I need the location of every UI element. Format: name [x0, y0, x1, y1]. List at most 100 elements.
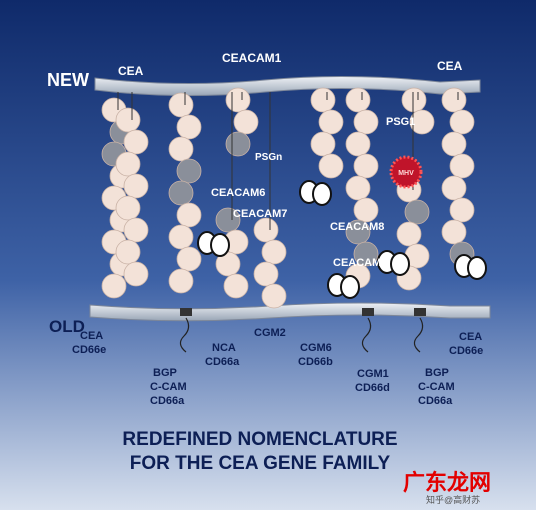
domain-ellipse — [233, 109, 259, 135]
domain-chains — [101, 87, 475, 309]
domain-ellipse — [353, 109, 379, 135]
label-old-nca: NCA — [212, 342, 236, 354]
old-label: OLD — [49, 317, 85, 336]
cytoplasmic-tail — [179, 317, 190, 353]
domain-ellipse — [253, 261, 279, 287]
domain-ellipse — [441, 131, 467, 157]
label-old-ccam-left: C-CAM — [150, 381, 187, 393]
label-cea-new-right: CEA — [437, 59, 463, 73]
domain-ellipse — [318, 153, 344, 179]
domain-ellipse — [345, 87, 371, 113]
domain-ellipse — [115, 107, 141, 133]
domain-ellipse — [441, 175, 467, 201]
antibody-shape — [390, 252, 410, 276]
domain-ellipse — [176, 246, 202, 272]
domain-ellipse — [449, 153, 475, 179]
label-ceacam6: CEACAM6 — [211, 187, 265, 199]
label-ceacam1: CEACAM1 — [222, 51, 282, 65]
extra-marks — [117, 92, 487, 353]
label-ceacam7: CEACAM7 — [233, 208, 287, 220]
label-psg1: PSG1 — [386, 116, 415, 128]
new-label: NEW — [47, 70, 89, 90]
bottom-membrane — [89, 302, 491, 322]
domain-ellipse — [345, 175, 371, 201]
domain-ellipse — [176, 202, 202, 228]
label-old-cea-left: CEA — [80, 330, 103, 342]
domain-ellipse — [223, 273, 249, 299]
domain-ellipse — [310, 87, 336, 113]
domain-ellipse — [261, 283, 287, 309]
domain-ellipse — [345, 131, 371, 157]
domain-ellipse — [396, 221, 422, 247]
label-old-bgp-left: BGP — [153, 367, 177, 379]
title-line-2: FOR THE CEA GENE FAMILY — [130, 453, 391, 474]
domain-ellipse — [441, 87, 467, 113]
antibody-shape — [467, 256, 487, 280]
domain-ellipse — [168, 224, 194, 250]
domain-ellipse — [441, 219, 467, 245]
label-old-cd66e-right: CD66e — [449, 345, 483, 357]
tm-anchor — [414, 308, 426, 316]
domain-ellipse — [318, 109, 344, 135]
label-old-cgm6: CGM6 — [300, 342, 332, 354]
domain-ellipse — [101, 273, 127, 299]
label-cea-new-left: CEA — [118, 64, 144, 78]
label-old-cd66a-right: CD66a — [418, 395, 453, 407]
watermark: 广东龙网 — [403, 470, 491, 495]
label-old-cgm1: CGM1 — [357, 368, 389, 380]
domain-ellipse — [345, 219, 371, 245]
label-ceacam8: CEACAM8 — [330, 221, 384, 233]
domain-ellipse — [449, 109, 475, 135]
domain-ellipse — [225, 131, 251, 157]
label-ceacam3: CEACAM3 — [333, 257, 387, 269]
tm-anchor — [180, 308, 192, 316]
domain-ellipse — [115, 151, 141, 177]
label-old-cd66a-left: CD66a — [150, 395, 185, 407]
domain-ellipse — [404, 199, 430, 225]
label-old-cgm2: CGM2 — [254, 327, 286, 339]
domain-ellipse — [168, 180, 194, 206]
label-old-bgp-right: BGP — [425, 367, 449, 379]
title-line-1: REDEFINED NOMENCLATURE — [122, 429, 397, 450]
antibody-shape — [340, 275, 360, 299]
domain-ellipse — [261, 239, 287, 265]
label-old-cd66e-left: CD66e — [72, 344, 106, 356]
domain-ellipse — [353, 241, 379, 267]
domain-ellipse — [168, 136, 194, 162]
domain-ellipse — [353, 197, 379, 223]
domain-ellipse — [168, 92, 194, 118]
domain-ellipse — [310, 131, 336, 157]
label-old-cd66b: CD66b — [298, 356, 333, 368]
cytoplasmic-tail — [413, 317, 424, 353]
tm-anchor — [362, 308, 374, 316]
domain-ellipse — [123, 217, 149, 243]
domain-ellipse — [168, 268, 194, 294]
domain-ellipse — [176, 158, 202, 184]
label-old-ccam-right: C-CAM — [418, 381, 455, 393]
label-psgn: PSGn — [255, 152, 282, 163]
domain-ellipse — [353, 153, 379, 179]
domain-ellipse — [401, 87, 427, 113]
top-membrane — [94, 75, 481, 97]
domain-ellipse — [123, 129, 149, 155]
domain-ellipse — [225, 87, 251, 113]
domain-ellipse — [253, 217, 279, 243]
domain-ellipse — [115, 239, 141, 265]
domain-ellipse — [449, 197, 475, 223]
label-old-cea-right: CEA — [459, 331, 482, 343]
domain-ellipse — [215, 207, 241, 233]
domain-ellipse — [115, 195, 141, 221]
label-old-cd66d: CD66d — [355, 382, 390, 394]
antibody-shape — [210, 233, 230, 257]
cytoplasmic-tail — [361, 317, 372, 353]
antibody-shape — [312, 182, 332, 206]
watermark-sub: 知乎@高财苏 — [426, 494, 480, 505]
mhv-virus — [389, 155, 423, 189]
domain-ellipse — [176, 114, 202, 140]
domain-ellipse — [123, 261, 149, 287]
label-old-cd66a-nca: CD66a — [205, 356, 240, 368]
domain-ellipse — [409, 109, 435, 135]
domain-ellipse — [123, 173, 149, 199]
